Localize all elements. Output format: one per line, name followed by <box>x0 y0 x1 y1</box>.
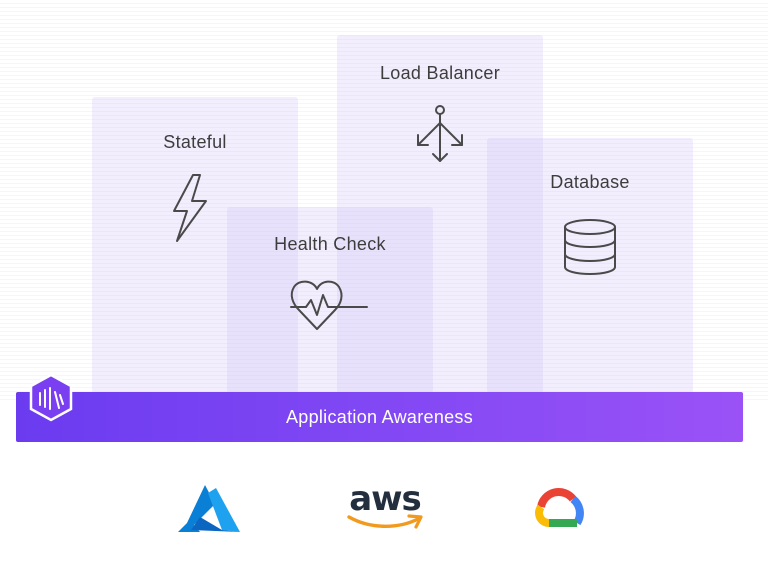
hexagon-badge-logo <box>29 373 73 422</box>
heart-pulse-icon <box>290 280 368 330</box>
panel-load-balancer: Load Balancer <box>337 35 543 393</box>
aws-logo: aws <box>340 482 430 534</box>
panel-label-stateful: Stateful <box>163 132 227 152</box>
application-awareness-bar: Application Awareness <box>16 392 743 442</box>
google-cloud-logo <box>535 488 584 527</box>
aws-logo-text: aws <box>349 479 422 519</box>
panel-stateful: Stateful <box>92 97 298 393</box>
lightning-bolt-icon <box>173 174 207 242</box>
panel-label-database: Database <box>550 172 630 192</box>
panel-label-health-check: Health Check <box>274 234 386 254</box>
background-stripes <box>0 0 768 400</box>
database-stack-icon <box>564 219 616 276</box>
load-balancer-arrows-icon <box>417 105 463 162</box>
aws-smile-arrow-icon <box>347 514 423 529</box>
panel-database: Database <box>487 138 693 393</box>
panel-health-check: Health Check <box>227 207 433 393</box>
panel-label-load-balancer: Load Balancer <box>380 63 500 83</box>
azure-logo <box>178 485 240 532</box>
application-awareness-label: Application Awareness <box>285 406 474 427</box>
